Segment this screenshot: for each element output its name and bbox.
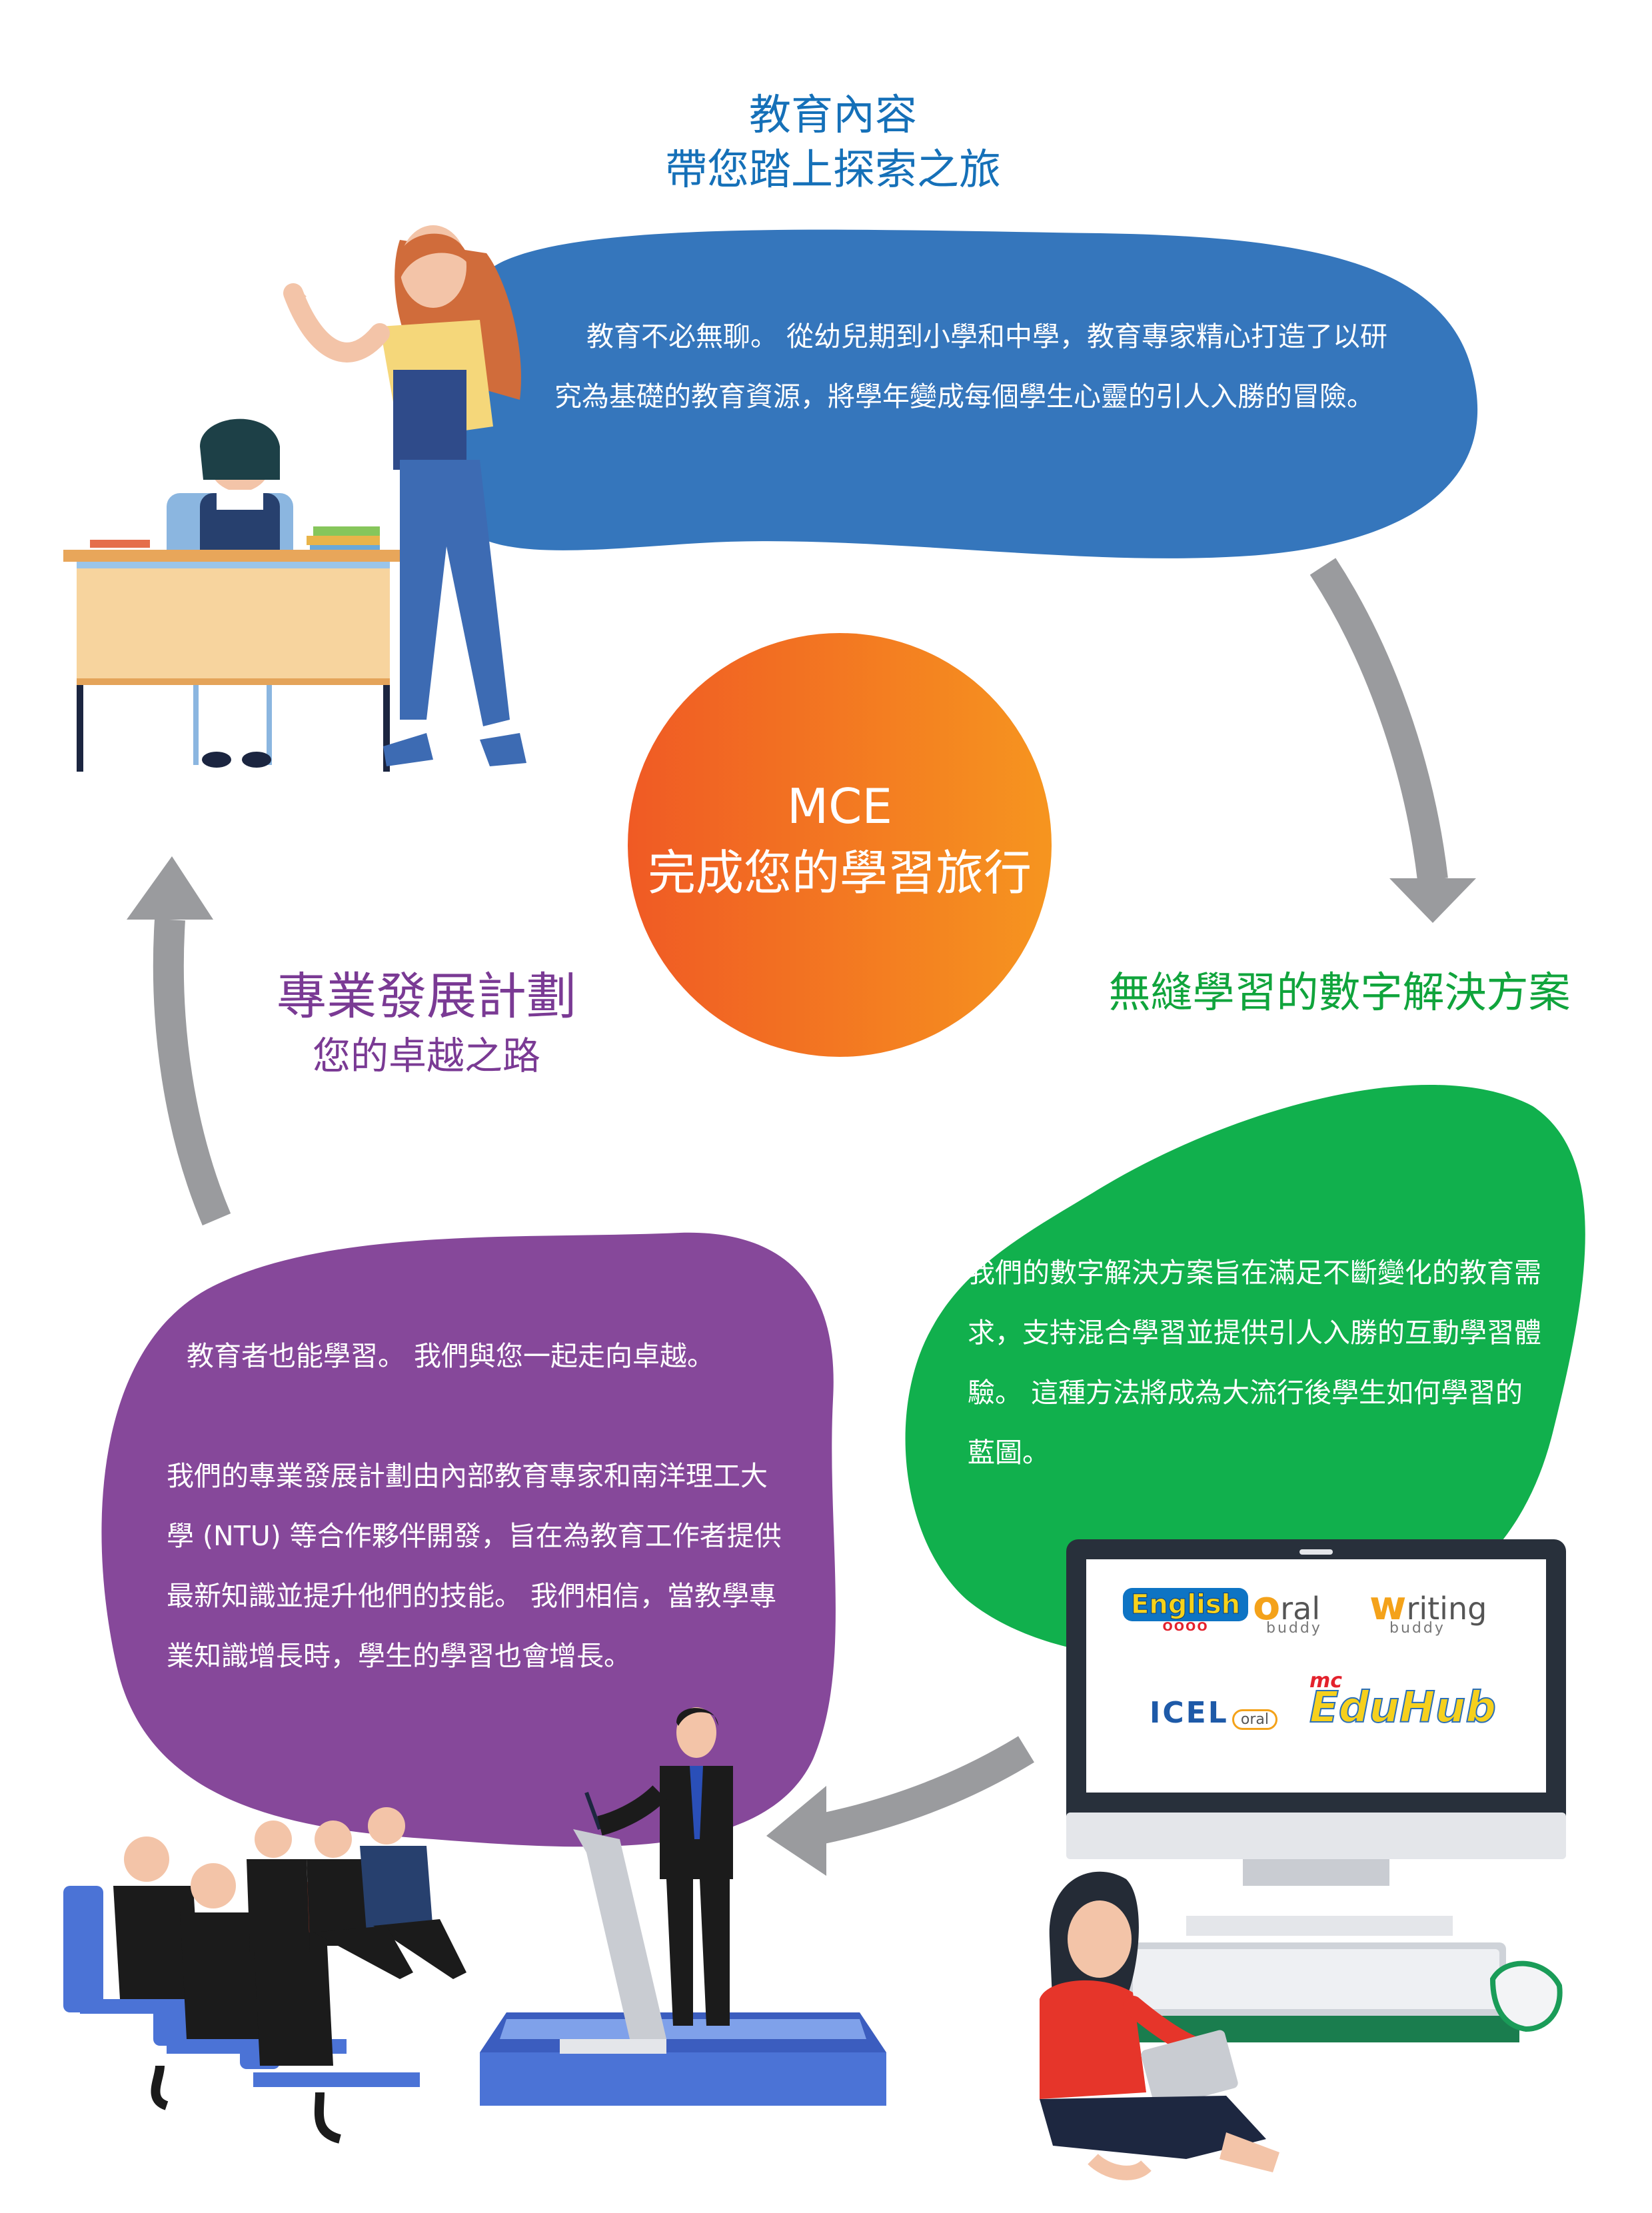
mce-label-line1: MCE <box>787 778 892 834</box>
educational-content-body: 教育不必無聊。 從幼兒期到小學和中學，教育專家精心打造了以研究為基礎的教育資源，… <box>554 321 1388 412</box>
arrow-to-educational-content <box>127 856 231 1225</box>
conference-illustration <box>63 1707 886 2144</box>
mce-label-line2: 完成您的學習旅行 <box>647 845 1032 901</box>
arrow-to-professional-development <box>766 1736 1034 1876</box>
professional-development-intro: 教育者也能學習。 我們與您一起走向卓越。 <box>187 1340 715 1372</box>
writing-buddy-logo: writing buddy <box>1369 1583 1487 1637</box>
arrow-to-digital-solutions <box>1309 558 1476 923</box>
icel-oral-logo: ICEL oral <box>1150 1696 1277 1730</box>
oral-buddy-logo: oral buddy <box>1253 1583 1322 1637</box>
classroom-illustration <box>63 225 526 772</box>
mce-center-label: MCE 完成您的學習旅行 <box>630 773 1050 906</box>
eduhub-logo: mc EduHub <box>1309 1669 1497 1733</box>
green-content-bubble <box>905 1085 1585 1661</box>
professional-development-body: 教育者也能學習。 我們與您一起走向卓越。 我們的專業發展計劃由內部教育專家和南洋… <box>167 1326 786 1686</box>
educational-content-subtitle: 帶您踏上探索之旅 <box>665 145 1001 194</box>
professional-development-detail: 我們的專業發展計劃由內部教育專家和南洋理工大學 (NTU) 等合作夥伴開發，旨在… <box>167 1460 782 1672</box>
mce-center-circle <box>628 633 1052 1057</box>
purple-content-bubble <box>101 1232 836 1847</box>
professional-development-title: 專業發展計劃 <box>276 967 576 1026</box>
english-logo: English OOOO <box>1123 1588 1249 1634</box>
digital-solutions-title: 無縫學習的數字解決方案 <box>1108 968 1571 1017</box>
computer-illustration <box>1040 1539 1566 2180</box>
educational-content-title: 教育內容 <box>749 91 917 139</box>
blue-content-bubble <box>442 229 1478 558</box>
professional-development-subtitle: 您的卓越之路 <box>313 1034 540 1078</box>
digital-solutions-body: 我們的數字解決方案旨在滿足不斷變化的教育需求，支持混合學習並提供引人入勝的互動學… <box>968 1257 1541 1469</box>
